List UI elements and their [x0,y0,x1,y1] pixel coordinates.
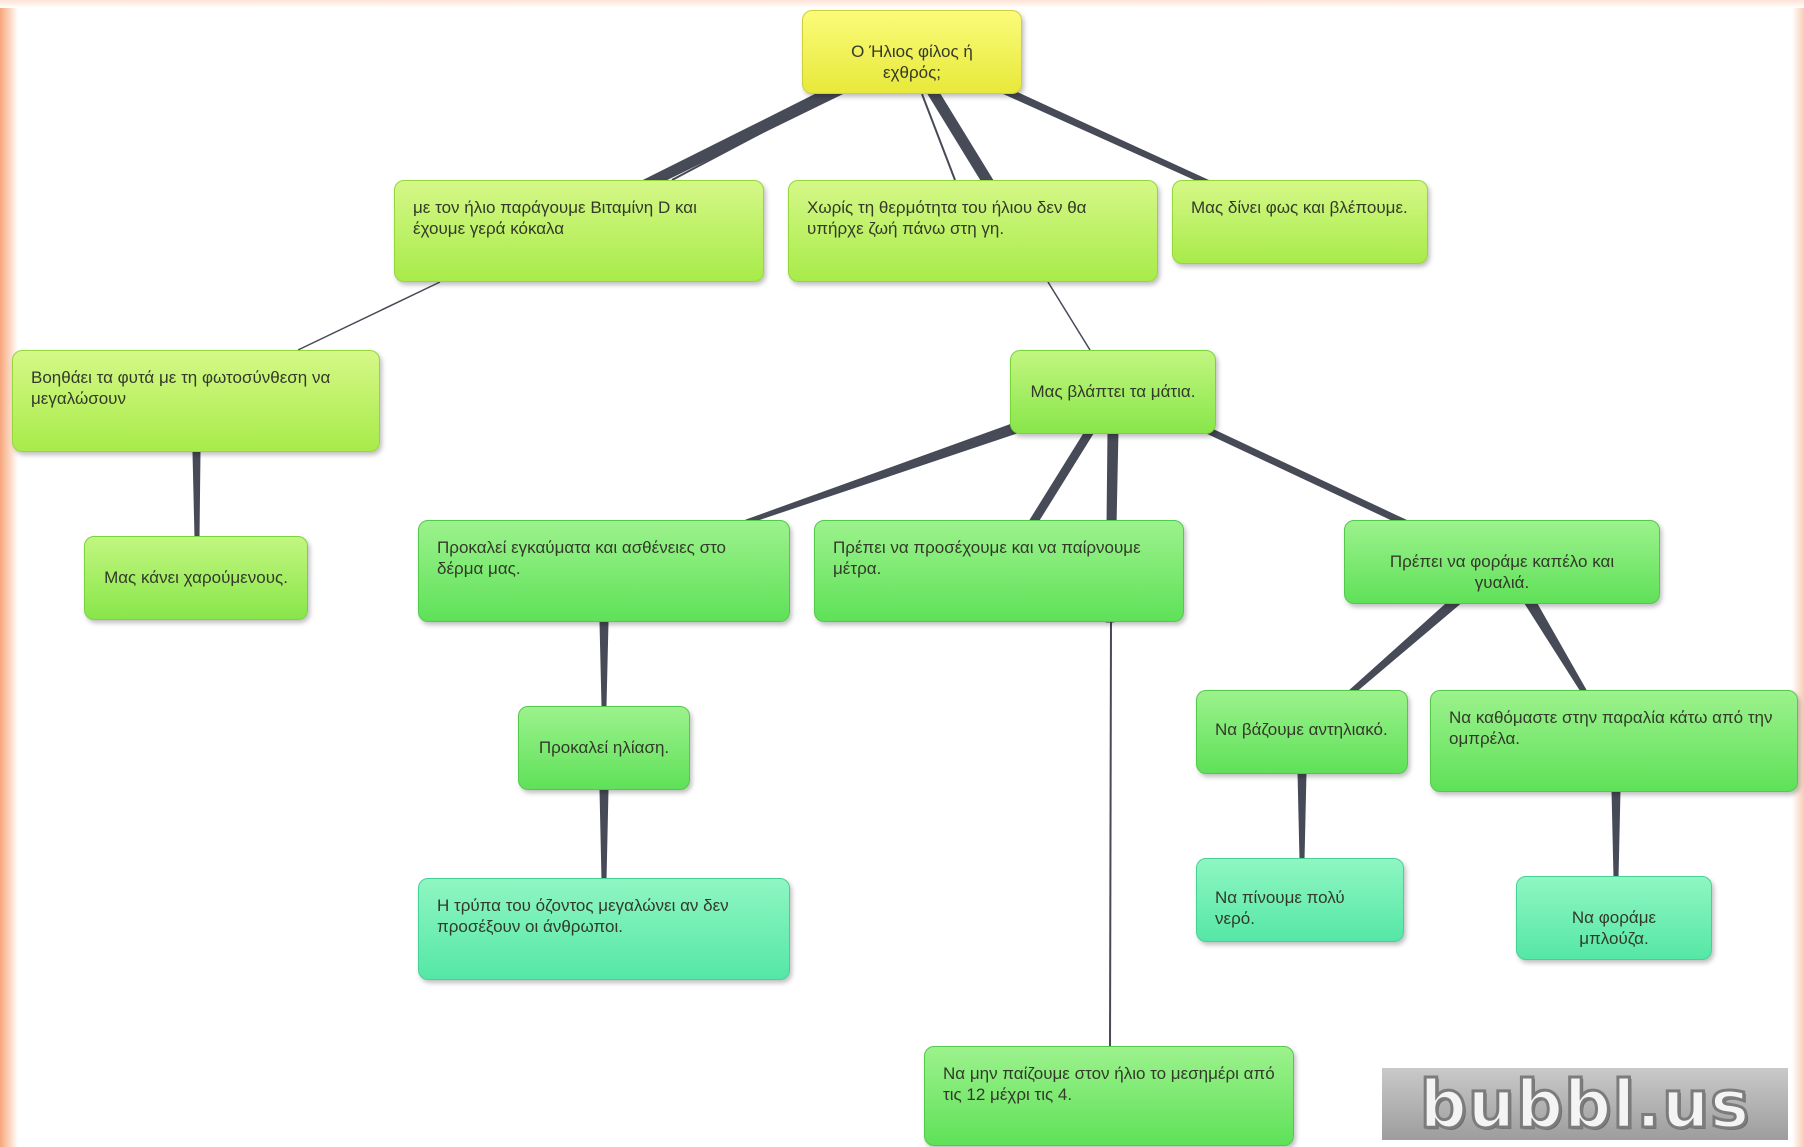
connector-eyes-burns [745,423,1027,523]
node-vitamin-d[interactable]: με τον ήλιο παράγουμε Βιταμίνη D και έχο… [394,180,764,282]
connector-sunscreen-water [1297,771,1307,861]
node-photosynthesis[interactable]: Βοηθάει τα φυτά με τη φωτοσύνθεση να μεγ… [12,350,380,452]
connector-measures-noon [1109,621,1112,1049]
connector-umbrella-blouse [1611,789,1621,879]
connector-photosynthesis-happy [192,451,201,539]
node-ozone[interactable]: Η τρύπα του όζοντος μεγαλώνει αν δεν προ… [418,878,790,980]
node-umbrella[interactable]: Να καθόμαστε στην παραλία κάτω από την ο… [1430,690,1798,792]
connector-eyes-hat [1199,429,1411,523]
node-root[interactable]: Ο Ήλιος φίλος ή εχθρός; [802,10,1022,94]
bubblus-watermark-logo: bubbl.us [1382,1064,1788,1144]
node-water[interactable]: Να πίνουμε πολύ νερό. [1196,858,1404,942]
connector-burns-sunstroke [599,621,609,707]
page-border-right [1792,0,1804,1147]
connector-vitamin-photosynthesis [297,281,441,351]
node-burns[interactable]: Προκαλεί εγκαύματα και ασθένειες στο δέρ… [418,520,790,622]
node-light-see[interactable]: Μας δίνει φως και βλέπουμε. [1172,180,1428,264]
connector-root-vitamin-thin [671,93,836,181]
node-noon[interactable]: Να μην παίζουμε στον ήλιο το μεσημέρι απ… [924,1046,1294,1146]
connector-root-light [999,91,1213,183]
node-sunscreen[interactable]: Να βάζουμε αντηλιακό. [1196,690,1408,774]
connector-hat-sunscreen [1349,601,1463,691]
connector-root-nolife-thin [921,93,956,181]
watermark-text: bubbl.us [1418,1064,1751,1144]
page-border-top [0,0,1804,8]
node-harms-eyes[interactable]: Μας βλάπτει τα μάτια. [1010,350,1216,434]
node-blouse[interactable]: Να φοράμε μπλούζα. [1516,876,1712,960]
connector-sunstroke-ozone [599,789,609,881]
node-no-life[interactable]: Χωρίς τη θερμότητα του ήλιου δεν θα υπήρ… [788,180,1158,282]
page-border-left [0,0,18,1147]
node-sunstroke[interactable]: Προκαλεί ηλίαση. [518,706,690,790]
node-hat[interactable]: Πρέπει να φοράμε καπέλο και γυαλιά. [1344,520,1660,604]
connector-nolife-eyes [1047,281,1091,351]
connector-hat-umbrella [1523,601,1587,691]
node-measures[interactable]: Πρέπει να προσέχουμε και να παίρνουμε μέ… [814,520,1184,622]
node-happy[interactable]: Μας κάνει χαρούμενους. [84,536,308,620]
connector-eyes-measures [1029,429,1095,523]
